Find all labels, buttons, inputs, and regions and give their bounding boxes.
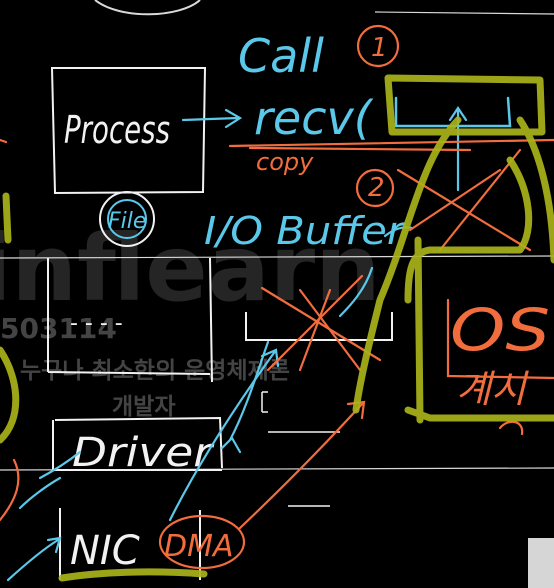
white-labels: Process Driver NIC - - - -: [64, 108, 215, 574]
dma-to-buffer-arrow: [238, 400, 366, 530]
nic-label: NIC: [70, 528, 140, 574]
kernel-highlight-outline: [352, 116, 554, 424]
left-highlight-arc: [0, 346, 20, 444]
dashes-label: - - - -: [70, 311, 123, 336]
io-buffer-cross-2: [298, 288, 362, 372]
step-2-label: 2: [368, 173, 385, 203]
step-1-circle: [356, 24, 400, 68]
dma-label: DMA: [164, 529, 234, 564]
driver-label: Driver: [72, 430, 215, 476]
watermark-brand: inflearn: [0, 215, 381, 322]
os-small-loop: [498, 420, 524, 436]
file-label: File: [108, 209, 146, 234]
io-buffer-cross: [260, 274, 382, 372]
os-box-right: [446, 298, 554, 380]
watermark: inflearn 503114 누구나 최소한의 운영체제론 개발자: [0, 215, 381, 420]
kernel-right-stroke: [516, 116, 554, 264]
process-label: Process: [64, 108, 170, 152]
blue-arrows: [6, 96, 512, 582]
os-label: OS: [450, 296, 550, 364]
watermark-code: 503114: [0, 312, 117, 345]
step-2-circle: [355, 168, 395, 208]
top-arc: [94, 0, 201, 16]
nic-left-arrow: [6, 536, 62, 582]
io-buffer-box: [245, 312, 393, 341]
highlighter-strokes: [0, 74, 554, 582]
file-circle-outer: [99, 191, 155, 247]
kernel-stack-box: [47, 257, 213, 383]
recv-label: recv(: [254, 91, 374, 145]
left-highlight-arc-2: [2, 192, 12, 244]
io-buffer-ticks: [262, 391, 340, 507]
orange-annotations: 1 2 copy DMA OS 계시: [164, 33, 550, 564]
copy-underline: [228, 138, 554, 148]
driver-blue-connector: [18, 450, 82, 510]
driver-box: [52, 416, 223, 471]
watermark-line1: 누구나 최소한의 운영체제론: [20, 358, 290, 384]
recv-highlight-box: [384, 74, 546, 136]
dma-circle: [158, 514, 246, 570]
ruled-line-1: [0, 255, 554, 259]
copy-label: copy: [256, 148, 314, 176]
ruled-line-top: [374, 11, 554, 15]
os-sub-label: 계시: [456, 367, 529, 411]
left-orange-stroke: [0, 138, 8, 144]
io-buffer-connector: [338, 226, 414, 318]
buffer-to-driver-arrow: [220, 340, 270, 454]
process-box: [50, 67, 207, 195]
step-1-label: 1: [371, 33, 388, 63]
blue-annotations: Call recv( I/O Buffer: [204, 29, 407, 253]
driver-orange-stroke: [0, 458, 20, 522]
bottom-highlight: [58, 568, 208, 582]
process-to-recv-arrow: [181, 108, 243, 129]
user-space-column: [47, 67, 393, 580]
io-buffer-label: I/O Buffer: [204, 209, 407, 253]
watermark-line2: 개발자: [112, 394, 175, 420]
corner-thumbnail: [528, 538, 554, 588]
file-node: File: [99, 191, 155, 247]
file-circle-inner: [107, 199, 147, 239]
call-label: Call: [238, 29, 324, 83]
